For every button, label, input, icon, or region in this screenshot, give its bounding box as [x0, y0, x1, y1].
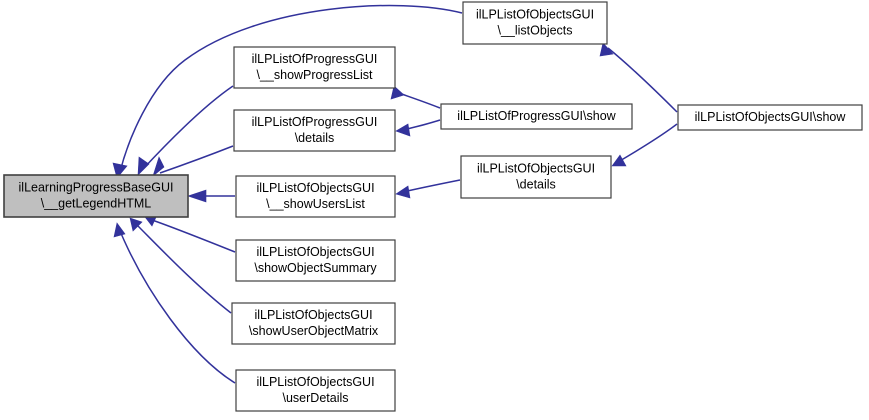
node-label-line1: ilLPListOfObjectsGUI: [256, 181, 374, 195]
graph-node-n6[interactable]: ilLPListOfObjectsGUI \userDetails: [235, 369, 396, 412]
node-label-line2: \__listObjects: [497, 23, 572, 37]
arrowhead-icon: [137, 156, 150, 176]
edge-line: [135, 223, 232, 314]
edge-showUsersList-to-getLegendHTML: [187, 189, 235, 203]
edge-line: [142, 85, 234, 170]
node-box[interactable]: [235, 369, 396, 412]
node-label-line1: ilLearningProgressBaseGUI: [19, 180, 174, 194]
edge-objectsShow-to-objectsDetails: [611, 123, 678, 167]
node-box[interactable]: [462, 1, 608, 45]
node-label-line1: ilLPListOfObjectsGUI: [476, 7, 594, 21]
graph-node-n7[interactable]: ilLPListOfObjectsGUI \__listObjects: [462, 1, 608, 45]
node-label-line1: ilLPListOfObjectsGUI: [477, 161, 595, 175]
edge-userDetails-to-getLegendHTML: [113, 222, 236, 384]
arrowhead-icon: [129, 217, 143, 232]
arrowhead-icon: [611, 154, 627, 167]
arrowhead-icon: [187, 189, 207, 203]
node-label-line2: \__showUsersList: [266, 197, 365, 211]
node-label-line1: ilLPListOfProgressGUI: [252, 52, 378, 66]
node-box[interactable]: [440, 103, 633, 130]
arrowhead-icon: [113, 222, 126, 238]
node-label-line1: ilLPListOfObjectsGUI: [256, 245, 374, 259]
graph-node-n5[interactable]: ilLPListOfObjectsGUI \showUserObjectMatri…: [231, 302, 396, 345]
edge-objectsDetails-to-showUsersList: [395, 179, 461, 199]
node-label-line2: \__getLegendHTML: [41, 196, 152, 210]
nodes-layer: ilLearningProgressBaseGUI \__getLegendHTM…: [3, 1, 863, 412]
arrowhead-icon: [395, 123, 411, 137]
node-label-line2: \showUserObjectMatrix: [249, 324, 379, 338]
node-label-line1: ilLPListOfProgressGUI\show: [457, 109, 616, 123]
edge-showProgressList-to-getLegendHTML: [137, 85, 234, 176]
node-label-line1: ilLPListOfObjectsGUI: [256, 375, 374, 389]
node-box[interactable]: [235, 175, 396, 218]
node-label-line2: \details: [516, 177, 556, 191]
edge-progressShow-to-progressDetails: [395, 119, 441, 137]
edge-line: [151, 219, 236, 253]
node-label-line1: ilLPListOfProgressGUI: [252, 115, 378, 129]
edge-objectsShow-to-listObjects: [599, 42, 678, 113]
edge-line: [402, 179, 461, 193]
node-label-line2: \details: [295, 131, 335, 145]
edge-details-progress-to-getLegendHTML: [152, 145, 234, 177]
node-label-line2: \showObjectSummary: [254, 261, 377, 275]
node-box-highlighted[interactable]: [3, 174, 189, 218]
node-label-line1: ilLPListOfObjectsGUI: [254, 308, 372, 322]
graph-node-n3[interactable]: ilLPListOfObjectsGUI \__showUsersList: [235, 175, 396, 218]
arrowhead-icon: [599, 42, 614, 57]
arrowhead-icon: [152, 156, 165, 177]
graph-node-n2[interactable]: ilLPListOfProgressGUI \details: [233, 109, 396, 152]
graph-node-n1[interactable]: ilLPListOfProgressGUI \__showProgressList: [233, 46, 396, 89]
node-label-line2: \userDetails: [283, 391, 349, 405]
node-label-line2: \__showProgressList: [256, 68, 373, 82]
graph-node-n10[interactable]: ilLPListOfObjectsGUI\show: [677, 104, 863, 131]
graph-node-n4[interactable]: ilLPListOfObjectsGUI \showObjectSummary: [235, 239, 396, 282]
edge-line: [607, 47, 678, 113]
edge-showUserObjectMatrix-to-getLegendHTML: [129, 217, 232, 314]
node-box[interactable]: [460, 155, 612, 199]
edge-line: [159, 145, 234, 174]
node-box[interactable]: [233, 109, 396, 152]
node-box[interactable]: [235, 239, 396, 282]
node-box[interactable]: [233, 46, 396, 89]
node-box[interactable]: [231, 302, 396, 345]
graph-node-n9[interactable]: ilLPListOfObjectsGUI \details: [460, 155, 612, 199]
graph-node-n0[interactable]: ilLearningProgressBaseGUI \__getLegendHTM…: [3, 174, 189, 218]
edge-listObjects-to-getLegendHTML: [112, 4, 463, 179]
node-label-line1: ilLPListOfObjectsGUI\show: [695, 110, 847, 124]
edge-line: [119, 4, 463, 173]
node-box[interactable]: [677, 104, 863, 131]
arrowhead-icon: [390, 85, 405, 100]
graph-node-n8[interactable]: ilLPListOfProgressGUI\show: [440, 103, 633, 130]
edge-line: [617, 123, 678, 163]
arrowhead-icon: [395, 185, 411, 199]
edge-line: [119, 230, 236, 384]
edge-progressShow-to-showProgressList: [390, 85, 441, 109]
